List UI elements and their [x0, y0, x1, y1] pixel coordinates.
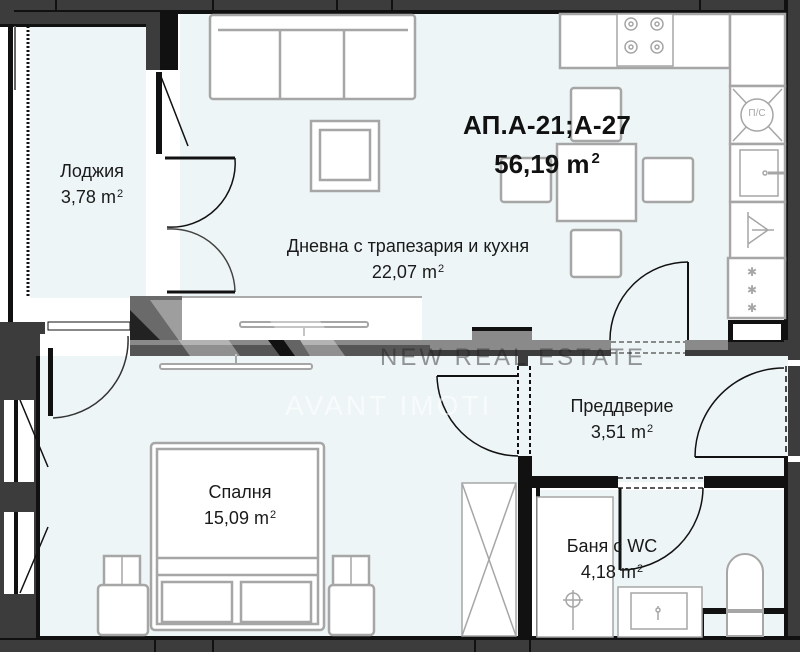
room-name: Преддверие — [570, 396, 674, 416]
apartment-code: АП.А-21;А-27 — [462, 110, 632, 140]
hallway-bedroom-door — [436, 375, 519, 457]
dining-table-icon — [499, 86, 695, 279]
balcony-door — [156, 72, 236, 294]
room-label-living: Дневна с трапезария и кухня 22,07 m2 — [287, 235, 529, 284]
toilet-icon — [726, 553, 764, 637]
bed-icon — [149, 441, 326, 632]
watermark-text-2: AVANT IMOTI — [285, 390, 493, 421]
room-area: 15,09 m2 — [203, 508, 277, 528]
shower-icon — [536, 496, 614, 638]
room-name: Спалня — [208, 482, 272, 502]
shaft-icon — [732, 88, 783, 142]
watermark-text-1: NEW REAL ESTATE — [380, 344, 646, 371]
room-area: 4,18 m2 — [580, 562, 644, 582]
floor-loggia — [30, 26, 146, 298]
tv-icon-bedroom — [159, 354, 313, 370]
range-hood-icon — [747, 212, 774, 248]
room-label-bathroom: Баня с WC 4,18 m2 — [567, 535, 658, 584]
watermark-logo — [150, 300, 345, 356]
bedroom-door — [48, 335, 129, 419]
living-door — [609, 261, 689, 341]
kitchen-sink-icon — [739, 149, 784, 197]
svg-text:✱: ✱ — [747, 301, 757, 315]
bathroom-door — [618, 487, 704, 571]
room-name: Дневна с трапезария и кухня — [286, 236, 530, 256]
shaft-label: П/С — [748, 108, 766, 119]
room-area: 3,51 m2 — [590, 422, 654, 442]
svg-text:✱: ✱ — [747, 283, 757, 297]
nightstand-icon — [96, 554, 376, 637]
room-name: Лоджия — [60, 161, 124, 181]
room-name: Баня с WC — [566, 536, 658, 556]
bathroom-sink-icon — [617, 586, 703, 638]
wardrobe-icon — [461, 482, 517, 637]
armchair-icon — [309, 119, 381, 193]
room-label-bedroom: Спалня 15,09 m2 — [204, 481, 276, 530]
tv-icon — [239, 321, 369, 336]
sofa-icon — [208, 13, 417, 101]
room-label-hallway: Преддверие 3,51 m2 — [570, 395, 673, 444]
doors — [48, 72, 785, 571]
room-area: 3,78 m2 — [60, 187, 124, 207]
room-area: 22,07 m2 — [371, 262, 445, 282]
floor-hallway — [518, 356, 788, 482]
fridge-icon: ✱ ✱ ✱ — [747, 265, 757, 315]
svg-text:✱: ✱ — [747, 265, 757, 279]
stove-icon — [616, 13, 674, 67]
entry-door — [694, 367, 785, 458]
furniture: ✱ ✱ ✱ — [96, 12, 787, 638]
room-label-loggia: Лоджия 3,78 m2 — [60, 160, 124, 209]
